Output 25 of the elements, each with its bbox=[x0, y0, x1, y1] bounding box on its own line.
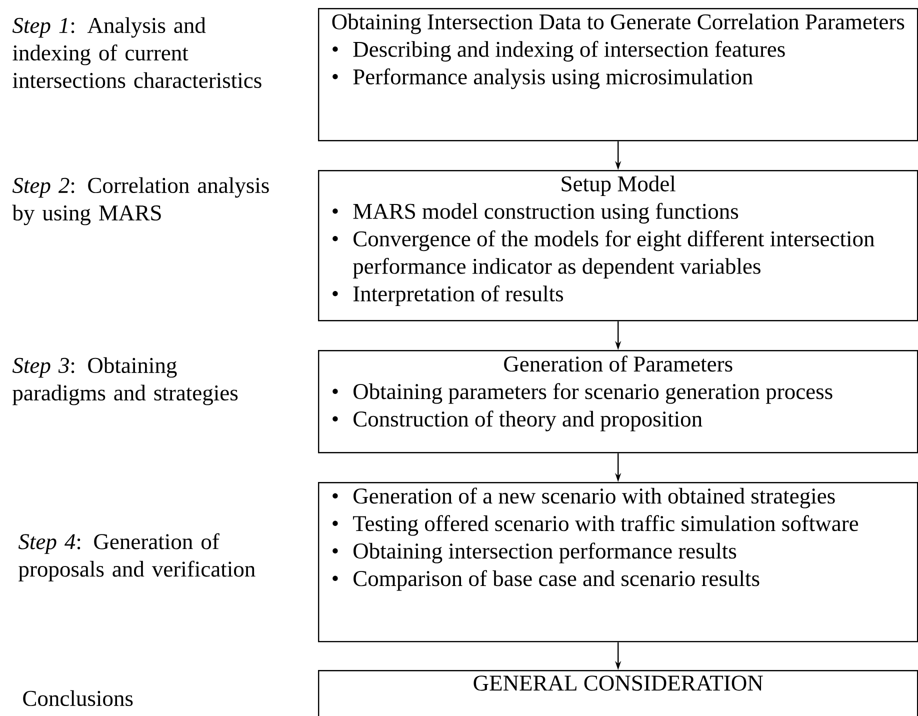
bullet-item: Performance analysis using microsimulation bbox=[332, 68, 753, 90]
process-box bbox=[318, 350, 918, 454]
bullet-item: MARS model construction using functions bbox=[332, 202, 738, 224]
process-box bbox=[318, 670, 918, 716]
step-label: Step 1: Analysis and indexing of current intersections characteristics bbox=[12, 17, 262, 88]
process-box bbox=[318, 170, 918, 322]
bullet-item: Testing offered scenario with traffic simulation software bbox=[332, 515, 858, 536]
bullet-item: Comparison of base case and scenario results bbox=[332, 570, 760, 591]
bullet-item: Generation of a new scenario with obtained strategies bbox=[332, 488, 835, 508]
step-label: Step 4: Generation of proposals and verification bbox=[18, 533, 256, 582]
step-label: Step 3: Obtaining paradigms and strategies bbox=[12, 357, 238, 406]
bullet-item: Obtaining intersection performance results bbox=[332, 542, 736, 564]
box-heading: Generation of Parameters bbox=[504, 356, 732, 372]
step-label: Conclusions bbox=[23, 690, 133, 706]
bullet-item: Obtaining parameters for scenario generation process bbox=[332, 383, 832, 404]
bullet-item: Describing and indexing of intersection features bbox=[332, 40, 785, 62]
bullet-item: Construction of theory and proposition bbox=[332, 410, 702, 432]
step-label: Step 2: Correlation analysis by using MARS bbox=[12, 177, 269, 226]
box-heading: Obtaining Intersection Data to Generate Correlation Parameters bbox=[332, 14, 904, 34]
bullet-item: Interpretation of results bbox=[332, 285, 563, 306]
process-box bbox=[318, 8, 918, 142]
process-box bbox=[318, 482, 918, 642]
bullet-item: Convergence of the models for eight different intersection performance indicator as dependent variables bbox=[332, 230, 874, 278]
box-heading: Setup Model bbox=[562, 176, 676, 196]
box-heading: GENERAL CONSIDERATION bbox=[474, 676, 763, 691]
